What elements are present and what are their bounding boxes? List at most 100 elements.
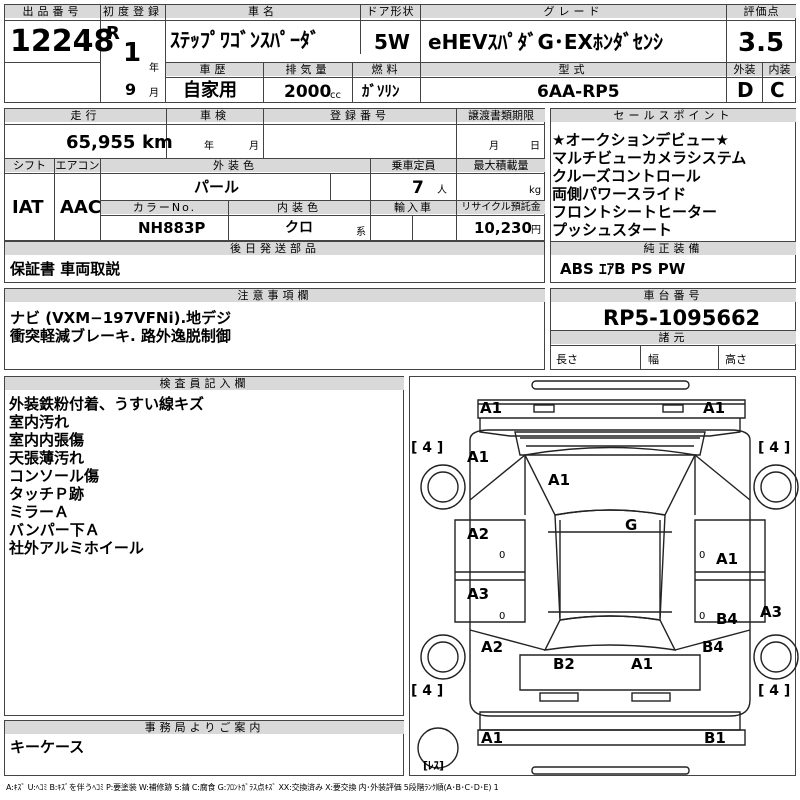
sales-point: 両側パワースライド — [552, 185, 687, 203]
damage-bonnet: A1 — [548, 471, 571, 489]
office-note: キーケース — [10, 738, 85, 756]
int-color-label: 内装色 — [229, 201, 370, 214]
tailgate-shape — [519, 654, 701, 691]
chassis-label: 車台番号 — [551, 289, 796, 302]
left-doors-shape — [454, 519, 526, 623]
shift-label: シフト — [5, 159, 54, 172]
notes-list: ナビ (VXM−197VFNi).地デジ 衝突軽減ブレーキ. 路外逸脱制御 — [10, 309, 231, 345]
bottom-bar-shape — [531, 766, 690, 775]
fuel: ｶﾞｿﾘﾝ — [362, 82, 400, 100]
color-no: NH883P — [138, 219, 206, 237]
displacement-label: 排気量 — [264, 63, 352, 76]
header-block — [4, 4, 796, 103]
chassis-number: RP5-1095662 — [603, 306, 761, 330]
lot-number: 12248 — [10, 24, 115, 59]
interior-label: 内装 — [763, 63, 796, 76]
note-line: 衝突軽減ブレーキ. 路外逸脱制御 — [10, 327, 231, 345]
color: パール — [194, 178, 240, 196]
month-unit: 月 — [149, 88, 159, 99]
inspector-box — [4, 376, 404, 716]
later-docs-box — [4, 241, 545, 283]
mark-rear-left: 0 — [499, 611, 506, 622]
sales-points-label: セールスポイント — [551, 109, 796, 122]
note-line: ナビ (VXM−197VFNi).地デジ — [10, 309, 232, 327]
score: 3.5 — [738, 28, 785, 58]
score-label: 評価点 — [727, 5, 796, 18]
inspection-label: 車検 — [167, 109, 263, 122]
inspector-line: 室内汚れ — [9, 413, 70, 431]
model: 6AA-RP5 — [537, 82, 620, 102]
damage-tailgate-left: B2 — [553, 655, 575, 673]
spare-label: [ﾚｽ] — [423, 759, 445, 772]
reg-year: 1 — [123, 38, 142, 68]
inspector-label: 検査員記入欄 — [5, 377, 404, 390]
inspector-line: バンパー下Ａ — [9, 521, 100, 539]
model-label: 型式 — [421, 63, 726, 76]
history: 自家用 — [183, 80, 237, 101]
roof-shape — [554, 509, 666, 621]
details-block — [4, 108, 545, 241]
mark-front-right: 0 — [699, 550, 706, 561]
inspection-year-unit: 年 — [204, 141, 214, 152]
shift: IAT — [12, 197, 44, 218]
mark-rear-right: 0 — [699, 611, 706, 622]
sales-point: ★オークションデビュー★ — [552, 131, 729, 149]
spare-tire — [417, 727, 459, 769]
sales-points-list: ★オークションデビュー★ マルチビューカメラシステム クルーズコントロール 両側… — [552, 131, 746, 239]
interior-score: C — [770, 78, 785, 102]
load-unit: kg — [529, 185, 542, 196]
office-box — [4, 720, 404, 776]
doors: 5W — [374, 30, 410, 54]
tail-light-left — [539, 692, 579, 702]
office-label: 事務局よりご案内 — [5, 721, 404, 734]
front-grille-left — [533, 404, 555, 413]
damage-front-door-right: A1 — [716, 550, 739, 568]
exterior-label: 外装 — [727, 63, 762, 76]
sales-points-box — [550, 108, 796, 283]
dims-label: 諸元 — [551, 331, 796, 344]
equipment: ABS ｴｱB PS PW — [560, 260, 686, 278]
tire-tread-rear-left: [ 4 ] — [411, 683, 444, 699]
color-label: 外装色 — [101, 159, 370, 172]
damage-rear-bumper-right: B1 — [704, 729, 726, 747]
damage-rear-bumper-left: A1 — [481, 729, 504, 747]
recycle: 10,230 — [474, 219, 532, 237]
tire-rear-right — [753, 634, 799, 680]
damage-rear-door-right: B4 — [716, 610, 738, 628]
damage-rear-fender-right: A3 — [760, 603, 783, 621]
mark-front-left: 0 — [499, 550, 506, 561]
year-unit: 年 — [149, 63, 159, 74]
inspector-line: ミラーＡ — [9, 503, 70, 521]
exterior-score: D — [737, 78, 754, 102]
right-doors-shape — [694, 519, 766, 623]
inspector-line: 天張薄汚れ — [9, 449, 85, 467]
bonnet-front-shape — [514, 431, 706, 456]
lot-number-label: 出品番号 — [5, 5, 100, 18]
reg-month: 9 — [125, 80, 137, 99]
ac: AAC — [60, 197, 102, 218]
sales-point: プッシュスタート — [552, 221, 673, 239]
inspector-line: コンソール傷 — [9, 467, 100, 485]
car-name: ｽﾃｯﾌﾟﾜｺﾞﾝｽﾊﾟｰﾀﾞ — [170, 28, 320, 52]
doors-label: ドア形状 — [361, 5, 420, 18]
color-no-label: カラーNo. — [101, 201, 228, 214]
tire-tread-front-right: [ 4 ] — [758, 440, 791, 456]
capacity-label: 乗車定員 — [371, 159, 456, 172]
width-label: 幅 — [648, 353, 659, 366]
inspector-line: タッチＰ跡 — [9, 485, 85, 503]
later-docs-label: 後日発送部品 — [5, 242, 545, 255]
rear-bumper-shape — [479, 711, 741, 731]
car-name-label: 車名 — [166, 5, 360, 18]
front-bumper-shape — [477, 399, 746, 419]
height-label: 高さ — [725, 353, 747, 366]
damage-rear-quarter-right: B4 — [702, 638, 724, 656]
damage-front-bumper-left: A1 — [480, 399, 503, 417]
inspector-list: 外装鉄粉付着、うすい線キズ 室内汚れ 室内内張傷 天張薄汚れ コンソール傷 タッ… — [9, 395, 204, 557]
capacity-unit: 人 — [437, 185, 447, 196]
tire-front-left — [420, 464, 466, 510]
tire-front-right — [753, 464, 799, 510]
km-unit: km — [142, 132, 173, 153]
tire-tread-front-left: [ 4 ] — [411, 440, 444, 456]
transfer-label: 譲渡書類期限 — [457, 109, 545, 122]
